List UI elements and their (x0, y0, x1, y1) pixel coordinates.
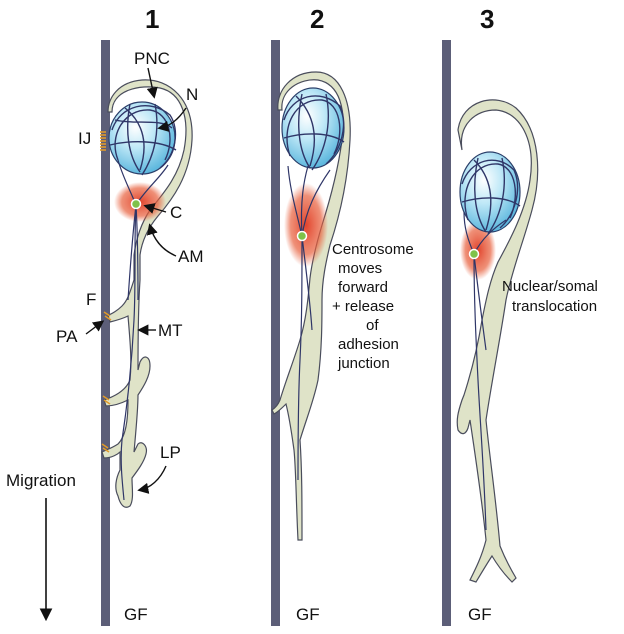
neuron-1 (101, 79, 193, 508)
panel-2-number: 2 (310, 4, 324, 34)
arrow-pnc (146, 67, 158, 99)
label-c: C (170, 203, 182, 222)
point-adhesions (101, 311, 112, 453)
caption-3-line-1: Nuclear/somal (502, 278, 598, 295)
arrow-n (157, 107, 187, 132)
gf-label-2: GF (296, 605, 320, 624)
panel-3: 3 Nuclear/somal translocation GF (442, 4, 598, 626)
gf-label-1: GF (124, 605, 148, 624)
panel-2: 2 Centrosome moves forward + release o (271, 4, 414, 626)
label-lp: LP (160, 443, 181, 462)
actomyosin-2 (284, 183, 328, 267)
caption-3: Nuclear/somal translocation (502, 278, 598, 315)
adhesion-junction-ij (100, 131, 106, 151)
caption-2-line-5: of (366, 317, 379, 334)
panel-1-number: 1 (145, 4, 159, 34)
caption-2-line-6: adhesion (338, 336, 399, 353)
label-f: F (86, 290, 96, 309)
caption-3-line-2: translocation (512, 298, 597, 315)
glial-fiber-3 (442, 40, 451, 626)
panel-1: 1 (6, 4, 204, 626)
centrosome-2 (296, 230, 308, 242)
label-am: AM (178, 247, 204, 266)
caption-2-line-4: + release (332, 298, 394, 315)
glial-fiber-1 (101, 40, 110, 626)
label-pnc: PNC (134, 49, 170, 68)
caption-2-line-3: forward (338, 279, 388, 296)
label-mt: MT (158, 321, 183, 340)
gf-label-3: GF (468, 605, 492, 624)
arrow-am (146, 223, 177, 257)
caption-2-line-2: moves (338, 260, 382, 277)
caption-2: Centrosome moves forward + release of ad… (332, 241, 414, 372)
centrosome-1 (130, 198, 142, 210)
arrow-pa (85, 320, 105, 335)
perinuclear-cage-2 (283, 93, 345, 171)
label-n: N (186, 85, 198, 104)
centrosome-3 (468, 248, 480, 260)
label-migration: Migration (6, 471, 76, 490)
caption-2-line-1: Centrosome (332, 241, 414, 258)
caption-2-line-7: junction (337, 355, 390, 372)
panel-3-number: 3 (480, 4, 494, 34)
glial-fiber-2 (271, 40, 280, 626)
label-pa: PA (56, 327, 78, 346)
perinuclear-cage-3 (461, 157, 521, 235)
neuron-3 (456, 99, 539, 583)
arrow-lp (137, 465, 167, 494)
arrow-c (143, 203, 167, 214)
microtubules-2 (287, 165, 331, 481)
label-ij: IJ (78, 129, 91, 148)
